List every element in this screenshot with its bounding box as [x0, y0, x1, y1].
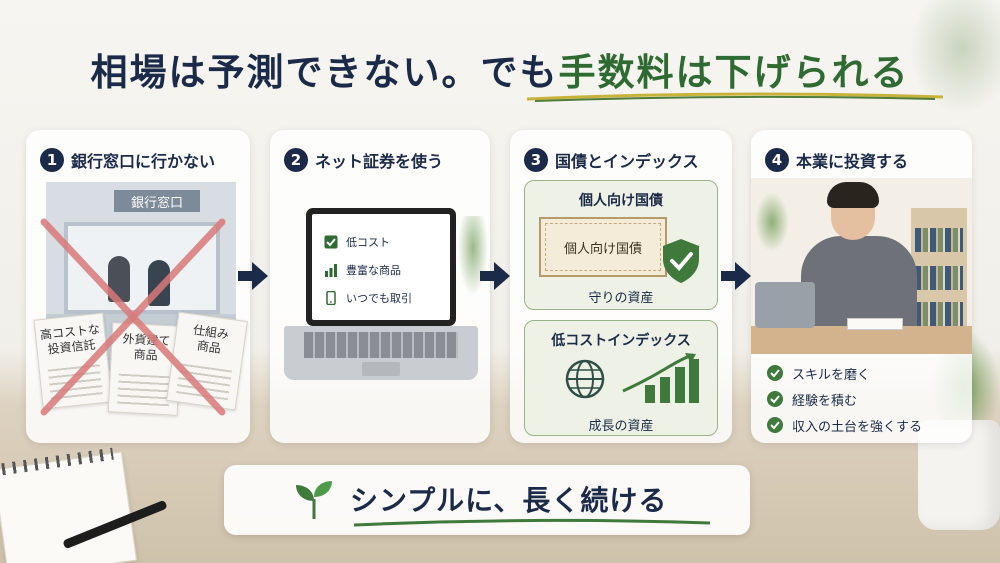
- checklist-label: 収入の土台を強くする: [792, 419, 923, 435]
- bottom-message: シンプルに、長く続ける: [350, 484, 668, 517]
- bottom-underline: [353, 518, 711, 527]
- step-number: 3: [524, 148, 548, 172]
- arrow-right-icon: [238, 262, 268, 290]
- step-number: 1: [40, 148, 64, 172]
- card-invest-in-career: 4 本業に投資する スキルを磨く 経験を積む 収入の土台を強くする: [751, 130, 972, 443]
- sprout-icon: [296, 481, 332, 519]
- bank-sign: 銀行窓口: [114, 190, 200, 212]
- card-bank-window: 1 銀行窓口に行かない 銀行窓口 高コストな 投資信託 外貨建て 商品 仕組み …: [26, 130, 250, 443]
- page-title: 相場は予測できない。でも手数料は下げられる: [0, 42, 1000, 96]
- bond-certificate: 個人向け国債: [539, 217, 667, 277]
- step-number: 2: [284, 148, 308, 172]
- keyboard: [304, 332, 458, 358]
- globe-icon: [565, 359, 605, 399]
- feature-many-products: 豊富な商品: [324, 262, 401, 278]
- person-body: [801, 236, 917, 332]
- title-part1: 相場は予測できない。でも: [90, 51, 559, 94]
- checklist-item: 経験を積む: [767, 386, 922, 412]
- card-heading: 4 本業に投資する: [765, 148, 908, 172]
- cross-mark-icon: [40, 218, 226, 416]
- bank-window: [64, 222, 220, 314]
- check-circle-icon: [767, 365, 783, 381]
- box-title: 低コストインデックス: [551, 333, 691, 349]
- card-heading: 3 国債とインデックス: [524, 148, 699, 172]
- card-heading-text: 銀行窓口に行かない: [71, 152, 216, 171]
- trackpad: [362, 362, 400, 376]
- box-subtitle: 成長の資産: [588, 419, 654, 434]
- check-circle-icon: [767, 417, 783, 433]
- step-number: 4: [765, 148, 789, 172]
- feature-low-cost: 低コスト: [324, 234, 390, 250]
- laptop-base: [284, 326, 478, 380]
- card-heading: 2 ネット証券を使う: [284, 148, 443, 172]
- feature-label: いつでも取引: [346, 292, 412, 305]
- plant-decoration: [755, 192, 789, 252]
- title-highlight: 手数料は下げられる: [558, 51, 910, 94]
- arrow-right-icon: [480, 262, 510, 290]
- card-bonds-index: 3 国債とインデックス 個人向け国債 個人向け国債 守りの資産 低コストインデッ…: [510, 130, 732, 443]
- bar-chart-icon: [325, 264, 337, 277]
- box-title: 個人向け国債: [579, 193, 663, 209]
- card-heading-text: 国債とインデックス: [555, 152, 699, 171]
- arrow-right-icon: [721, 262, 751, 290]
- index-fund-box: 低コストインデックス 成長の資産: [524, 320, 718, 436]
- checklist-label: スキルを磨く: [792, 367, 871, 383]
- card-online-broker: 2 ネット証券を使う 低コスト 豊富な商品 いつでも取引: [270, 130, 490, 443]
- bookshelf: [911, 208, 967, 328]
- checklist-item: 収入の土台を強くする: [767, 412, 922, 438]
- bond-text: 個人向け国債: [563, 241, 642, 257]
- checklist-label: 経験を積む: [792, 393, 858, 409]
- laptop-screen: 低コスト 豊富な商品 いつでも取引: [306, 208, 456, 326]
- checklist: スキルを磨く 経験を積む 収入の土台を強くする: [767, 360, 922, 438]
- card-heading-text: 本業に投資する: [796, 152, 909, 171]
- checklist-item: スキルを磨く: [767, 360, 922, 386]
- bottom-banner: シンプルに、長く続ける: [224, 465, 750, 535]
- person-hair: [827, 182, 879, 208]
- studying-person-illustration: [751, 178, 972, 354]
- feature-anytime-trade: いつでも取引: [324, 290, 412, 306]
- check-circle-icon: [767, 391, 783, 407]
- clerk-figure: [108, 256, 130, 302]
- background-plant: [905, 0, 1000, 120]
- feature-label: 低コスト: [346, 236, 390, 249]
- plant-decoration: [458, 216, 488, 296]
- laptop: [755, 282, 815, 328]
- growth-chart-icon: [622, 353, 699, 403]
- card-heading-text: ネット証券を使う: [315, 152, 444, 171]
- box-subtitle: 守りの資産: [588, 291, 654, 306]
- desk: [751, 326, 972, 354]
- check-square-icon: [324, 235, 338, 249]
- feature-label: 豊富な商品: [346, 264, 401, 277]
- government-bond-box: 個人向け国債 個人向け国債 守りの資産: [524, 180, 718, 310]
- title-underline: [526, 92, 944, 102]
- shield-check-icon: [663, 239, 699, 283]
- notepad: [847, 318, 903, 330]
- card-heading: 1 銀行窓口に行かない: [40, 148, 215, 172]
- smartphone-icon: [326, 291, 336, 305]
